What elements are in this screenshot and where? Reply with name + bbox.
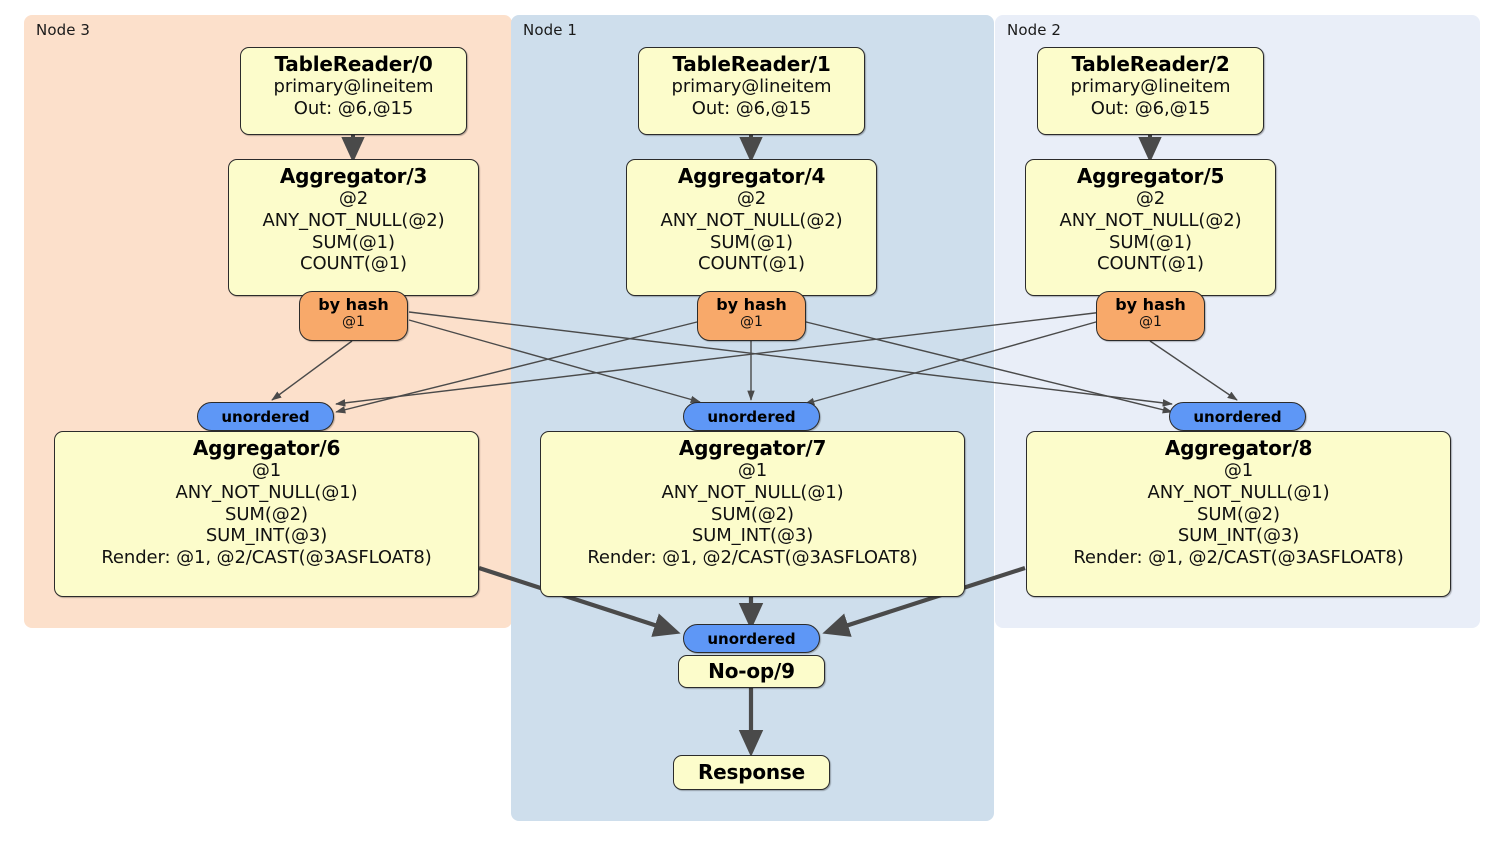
stream-pill-right[interactable]: unordered [1169,402,1306,431]
edge-hash4-stream-right [797,319,1173,414]
aggregator-5[interactable]: Aggregator/5 @2 ANY_NOT_NULL(@2) SUM(@1)… [1025,159,1276,296]
aggregator-4-line-3: COUNT(@1) [698,253,805,275]
aggregator-5-line-2: SUM(@1) [1109,231,1192,253]
aggregator-6-line-4: Render: @1, @2/CAST(@3ASFLOAT8) [101,546,432,568]
aggregator-6-line-1: ANY_NOT_NULL(@1) [175,481,358,503]
aggregator-7-line-3: SUM_INT(@3) [691,525,814,547]
edge-agg6-final-stream [478,566,681,637]
table-reader-2-title: TableReader/2 [1071,52,1230,76]
hash-router-3[interactable]: by hash @1 [299,291,408,341]
aggregator-3-line-1: ANY_NOT_NULL(@2) [262,209,445,231]
edge-hash-to-stream-group [271,311,1238,414]
edge-agg8-final-stream [822,566,1026,637]
table-reader-0-line-1: Out: @6,@15 [293,97,414,119]
table-reader-2-line-1: Out: @6,@15 [1090,97,1211,119]
aggregator-6-line-2: SUM(@2) [225,503,308,525]
panel-node-2-label: Node 2 [1007,21,1062,39]
aggregator-6-title: Aggregator/6 [192,436,341,460]
aggregator-6-line-3: SUM_INT(@3) [205,525,328,547]
table-reader-1-title: TableReader/1 [672,52,831,76]
aggregator-8-line-4: Render: @1, @2/CAST(@3ASFLOAT8) [1073,546,1404,568]
aggregator-8-title: Aggregator/8 [1164,436,1313,460]
aggregator-7-line-0: @1 [737,460,768,482]
response-node[interactable]: Response [673,755,830,790]
hash-router-5-title: by hash [1115,295,1186,314]
aggregator-3-line-0: @2 [338,188,369,210]
table-reader-2[interactable]: TableReader/2 primary@lineitem Out: @6,@… [1037,47,1264,135]
aggregator-8-line-2: SUM(@2) [1197,503,1280,525]
aggregator-3[interactable]: Aggregator/3 @2 ANY_NOT_NULL(@2) SUM(@1)… [228,159,479,296]
aggregator-6-line-0: @1 [251,460,282,482]
response-title: Response [697,760,806,784]
stream-pill-middle[interactable]: unordered [683,402,820,431]
aggregator-5-title: Aggregator/5 [1076,164,1225,188]
table-reader-1[interactable]: TableReader/1 primary@lineitem Out: @6,@… [638,47,865,135]
aggregator-3-line-3: COUNT(@1) [300,253,407,275]
hash-router-5[interactable]: by hash @1 [1096,291,1205,341]
hash-router-3-title: by hash [318,295,389,314]
edge-hash5-stream-mid [804,319,1104,406]
panel-node-1-label: Node 1 [523,21,578,39]
aggregator-8[interactable]: Aggregator/8 @1 ANY_NOT_NULL(@1) SUM(@2)… [1026,431,1451,597]
hash-router-4-sub: @1 [740,313,763,330]
aggregator-8-line-1: ANY_NOT_NULL(@1) [1147,481,1330,503]
hash-router-4[interactable]: by hash @1 [697,291,806,341]
table-reader-2-line-0: primary@lineitem [1070,76,1231,98]
edge-hash3-stream-right [408,311,1173,407]
aggregator-4-line-0: @2 [736,188,767,210]
no-op-9[interactable]: No-op/9 [678,655,825,688]
stream-pill-left[interactable]: unordered [197,402,334,431]
hash-router-5-sub: @1 [1139,313,1162,330]
stream-pill-final[interactable]: unordered [683,624,820,653]
edge-final-agg-to-stream-group [478,566,1026,637]
aggregator-5-line-1: ANY_NOT_NULL(@2) [1059,209,1242,231]
aggregator-7-title: Aggregator/7 [678,436,827,460]
edge-reader-to-aggregator-group [341,134,1162,163]
aggregator-4-line-1: ANY_NOT_NULL(@2) [660,209,843,231]
edge-hash5-stream-right [1149,340,1238,401]
table-reader-0[interactable]: TableReader/0 primary@lineitem Out: @6,@… [240,47,467,135]
aggregator-7-line-4: Render: @1, @2/CAST(@3ASFLOAT8) [587,546,918,568]
table-reader-0-title: TableReader/0 [274,52,433,76]
aggregator-7-line-1: ANY_NOT_NULL(@1) [661,481,844,503]
aggregator-8-line-0: @1 [1223,460,1254,482]
table-reader-0-line-0: primary@lineitem [273,76,434,98]
table-reader-1-line-1: Out: @6,@15 [691,97,812,119]
aggregator-7[interactable]: Aggregator/7 @1 ANY_NOT_NULL(@1) SUM(@2)… [540,431,965,597]
aggregator-4[interactable]: Aggregator/4 @2 ANY_NOT_NULL(@2) SUM(@1)… [626,159,877,296]
aggregator-8-line-3: SUM_INT(@3) [1177,525,1300,547]
aggregator-4-line-2: SUM(@1) [710,231,793,253]
aggregator-3-line-2: SUM(@1) [312,231,395,253]
edge-hash3-stream-left [271,340,353,401]
hash-router-4-title: by hash [716,295,787,314]
table-reader-1-line-0: primary@lineitem [671,76,832,98]
aggregator-6[interactable]: Aggregator/6 @1 ANY_NOT_NULL(@1) SUM(@2)… [54,431,479,597]
edge-hash5-stream-left [335,311,1104,407]
aggregator-4-title: Aggregator/4 [677,164,826,188]
aggregator-5-line-3: COUNT(@1) [1097,253,1204,275]
no-op-9-title: No-op/9 [708,659,795,683]
edge-hash3-stream-mid [408,319,701,404]
hash-router-3-sub: @1 [342,313,365,330]
aggregator-7-line-2: SUM(@2) [711,503,794,525]
aggregator-5-line-0: @2 [1135,188,1166,210]
panel-node-3-label: Node 3 [36,21,91,39]
aggregator-3-title: Aggregator/3 [279,164,428,188]
